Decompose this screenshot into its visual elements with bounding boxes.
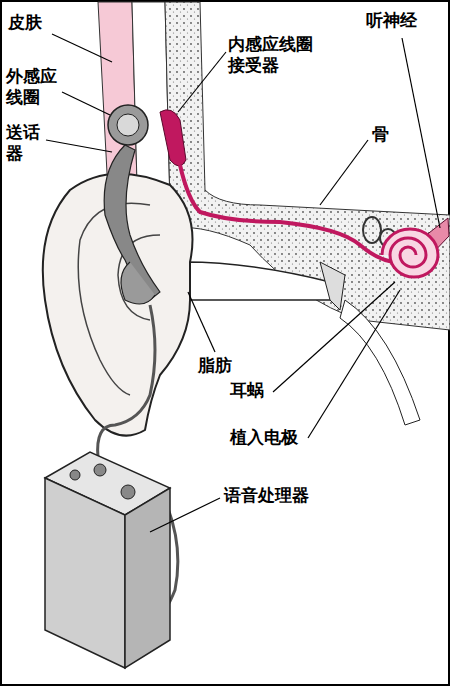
inner-receiver <box>160 110 186 166</box>
leader-line <box>178 52 226 112</box>
ear-canal <box>185 262 338 300</box>
outer-coil <box>108 105 148 145</box>
leader-line <box>273 282 395 392</box>
leader-line <box>308 290 400 438</box>
part-label: 语音处理器 <box>224 485 309 506</box>
part-label: 听神经 <box>366 10 417 31</box>
part-label: 外感应线圈 <box>6 66 60 109</box>
outer-coil-center <box>117 114 139 136</box>
leader-line <box>52 34 112 62</box>
eustachian-tube <box>340 300 420 425</box>
leader-line <box>320 140 368 205</box>
leader-line <box>188 292 215 352</box>
semicircular-canal <box>363 217 381 243</box>
leader-line <box>150 498 220 532</box>
processor-knob <box>94 464 106 476</box>
microphone <box>121 262 155 304</box>
leader-line <box>62 92 110 115</box>
bone-region <box>165 2 450 330</box>
eardrum-ossicles <box>320 262 345 310</box>
processor-knob <box>70 470 80 480</box>
part-label: 骨 <box>372 124 389 145</box>
leader-line <box>46 140 112 152</box>
processor-knob <box>121 485 135 499</box>
processor-front <box>45 478 125 668</box>
electrode-lead <box>180 165 398 262</box>
cochlea-spiral <box>382 229 438 277</box>
processor-side <box>125 488 170 668</box>
part-label: 植入电极 <box>230 427 298 448</box>
part-label: 脂肪 <box>198 355 232 376</box>
part-label: 送话器 <box>6 122 43 165</box>
processor-cable <box>98 305 155 458</box>
part-label: 耳蜗 <box>230 380 264 401</box>
leader-line <box>402 38 440 228</box>
part-label: 内感应线圈接受器 <box>228 34 316 77</box>
part-label: 皮肤 <box>8 12 42 33</box>
